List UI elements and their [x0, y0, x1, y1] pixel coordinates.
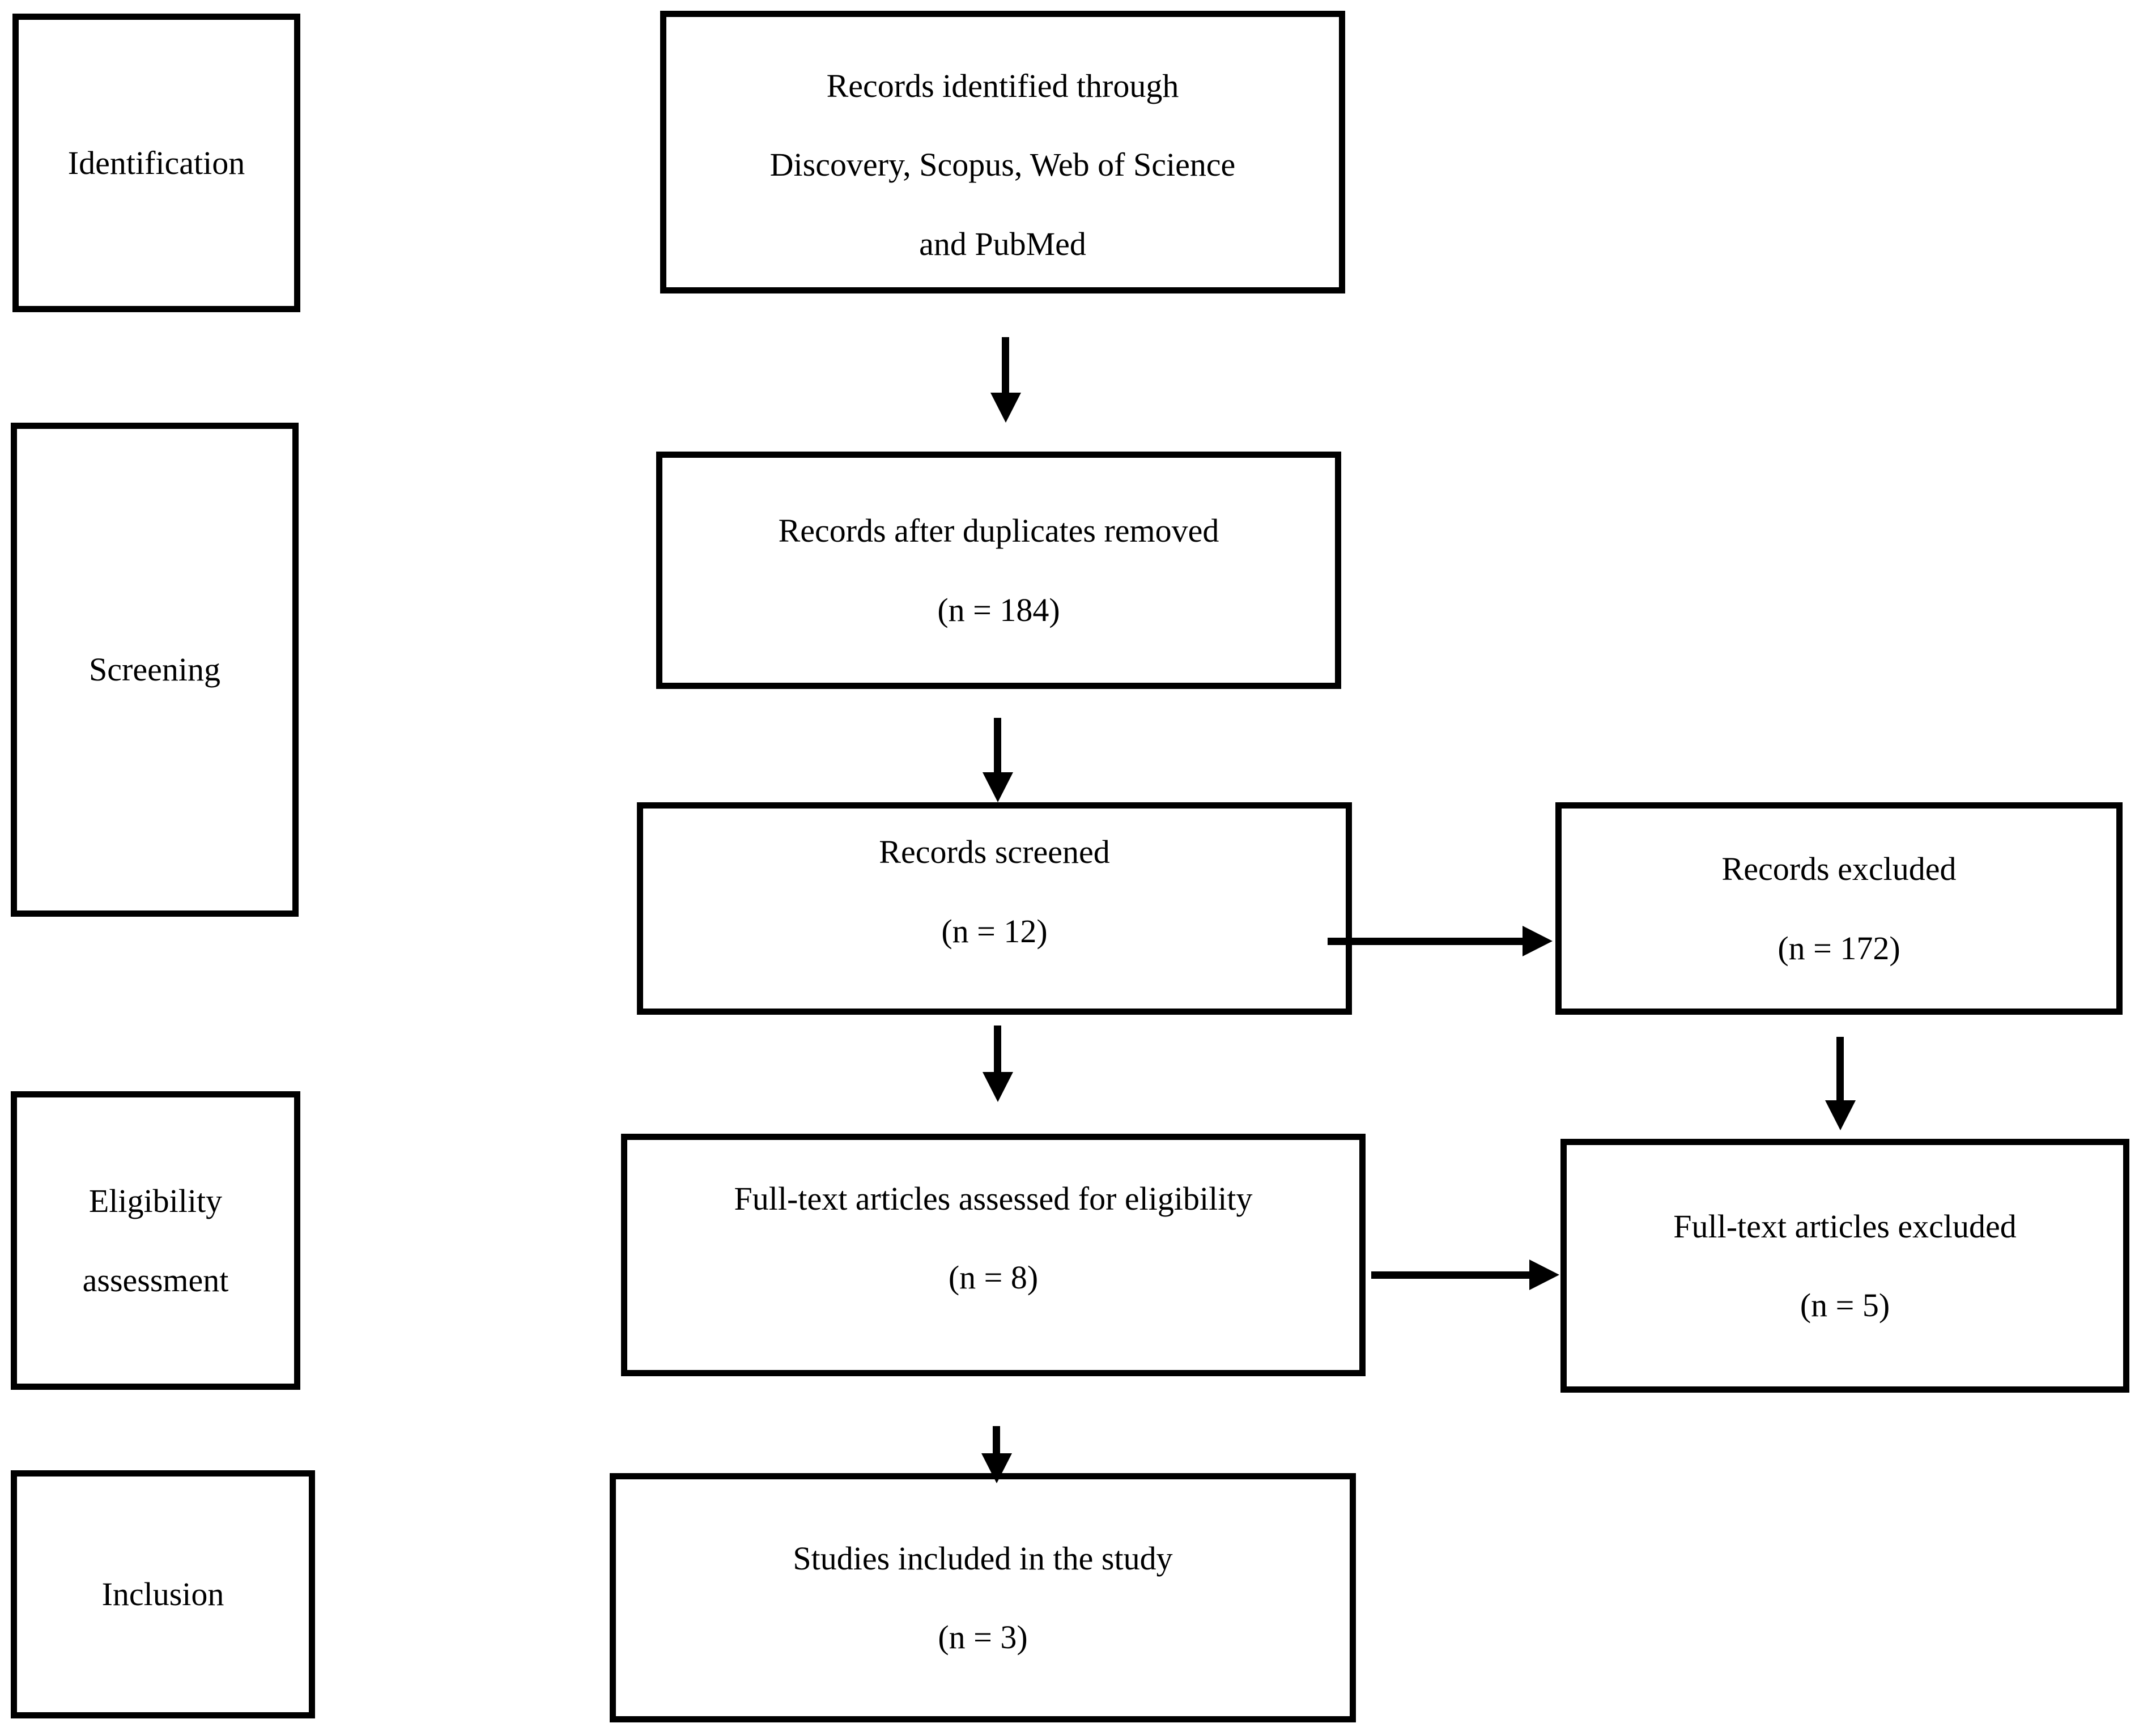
arrow-head-down-icon [983, 772, 1013, 802]
arrow-head-right-icon [1523, 926, 1553, 956]
node-fulltext-assessed-count: (n = 8) [948, 1259, 1039, 1296]
arrow-shaft [1002, 337, 1009, 397]
arrow-head-down-icon [981, 1453, 1012, 1483]
node-duplicates-removed: Records after duplicates removed (n = 18… [656, 452, 1341, 689]
arrow-head-down-icon [983, 1072, 1013, 1102]
node-studies-included-count: (n = 3) [938, 1619, 1028, 1656]
node-studies-included: Studies included in the study (n = 3) [610, 1473, 1356, 1722]
node-records-excluded-count: (n = 172) [1777, 929, 1900, 967]
stage-label-screening: Screening [89, 651, 220, 688]
arrow-shaft [994, 1026, 1001, 1074]
node-fulltext-excluded: Full-text articles excluded (n = 5) [1560, 1139, 2129, 1393]
stage-box-identification: Identification [12, 14, 300, 312]
stage-label-identification: Identification [67, 144, 245, 181]
node-records-identified-line1: Records identified through [826, 67, 1179, 105]
stage-box-inclusion: Inclusion [11, 1470, 315, 1718]
node-studies-included-label: Studies included in the study [793, 1539, 1173, 1577]
stage-label-eligibility-line2: assessment [82, 1261, 229, 1299]
node-records-screened: Records screened (n = 12) [637, 802, 1352, 1015]
arrow-shaft [1371, 1271, 1531, 1279]
arrow-head-down-icon [990, 393, 1021, 423]
node-records-excluded: Records excluded (n = 172) [1555, 802, 2123, 1015]
node-records-screened-label: Records screened [879, 833, 1110, 871]
stage-label-inclusion: Inclusion [101, 1576, 224, 1613]
node-fulltext-assessed: Full-text articles assessed for eligibil… [621, 1134, 1366, 1376]
stage-box-eligibility-assessment: Eligibility assessment [11, 1091, 300, 1390]
node-records-identified: Records identified through Discovery, Sc… [660, 11, 1345, 293]
arrow-head-right-icon [1529, 1260, 1559, 1290]
node-fulltext-assessed-label: Full-text articles assessed for eligibil… [734, 1180, 1253, 1217]
stage-box-screening: Screening [11, 423, 299, 917]
node-fulltext-excluded-count: (n = 5) [1800, 1287, 1890, 1324]
node-records-identified-line2: Discovery, Scopus, Web of Science [769, 146, 1236, 184]
arrow-shaft [994, 718, 1001, 775]
arrow-shaft [1328, 938, 1524, 945]
node-duplicates-removed-label: Records after duplicates removed [778, 512, 1219, 550]
arrow-shaft [1836, 1037, 1844, 1102]
arrow-shaft [993, 1426, 1000, 1456]
node-duplicates-removed-count: (n = 184) [937, 591, 1060, 628]
node-records-screened-count: (n = 12) [941, 912, 1048, 950]
arrow-head-down-icon [1825, 1100, 1856, 1130]
node-records-identified-line3: and PubMed [919, 225, 1086, 262]
node-fulltext-excluded-label: Full-text articles excluded [1673, 1207, 2017, 1245]
stage-label-eligibility-line1: Eligibility [88, 1182, 223, 1220]
node-records-excluded-label: Records excluded [1721, 850, 1957, 888]
